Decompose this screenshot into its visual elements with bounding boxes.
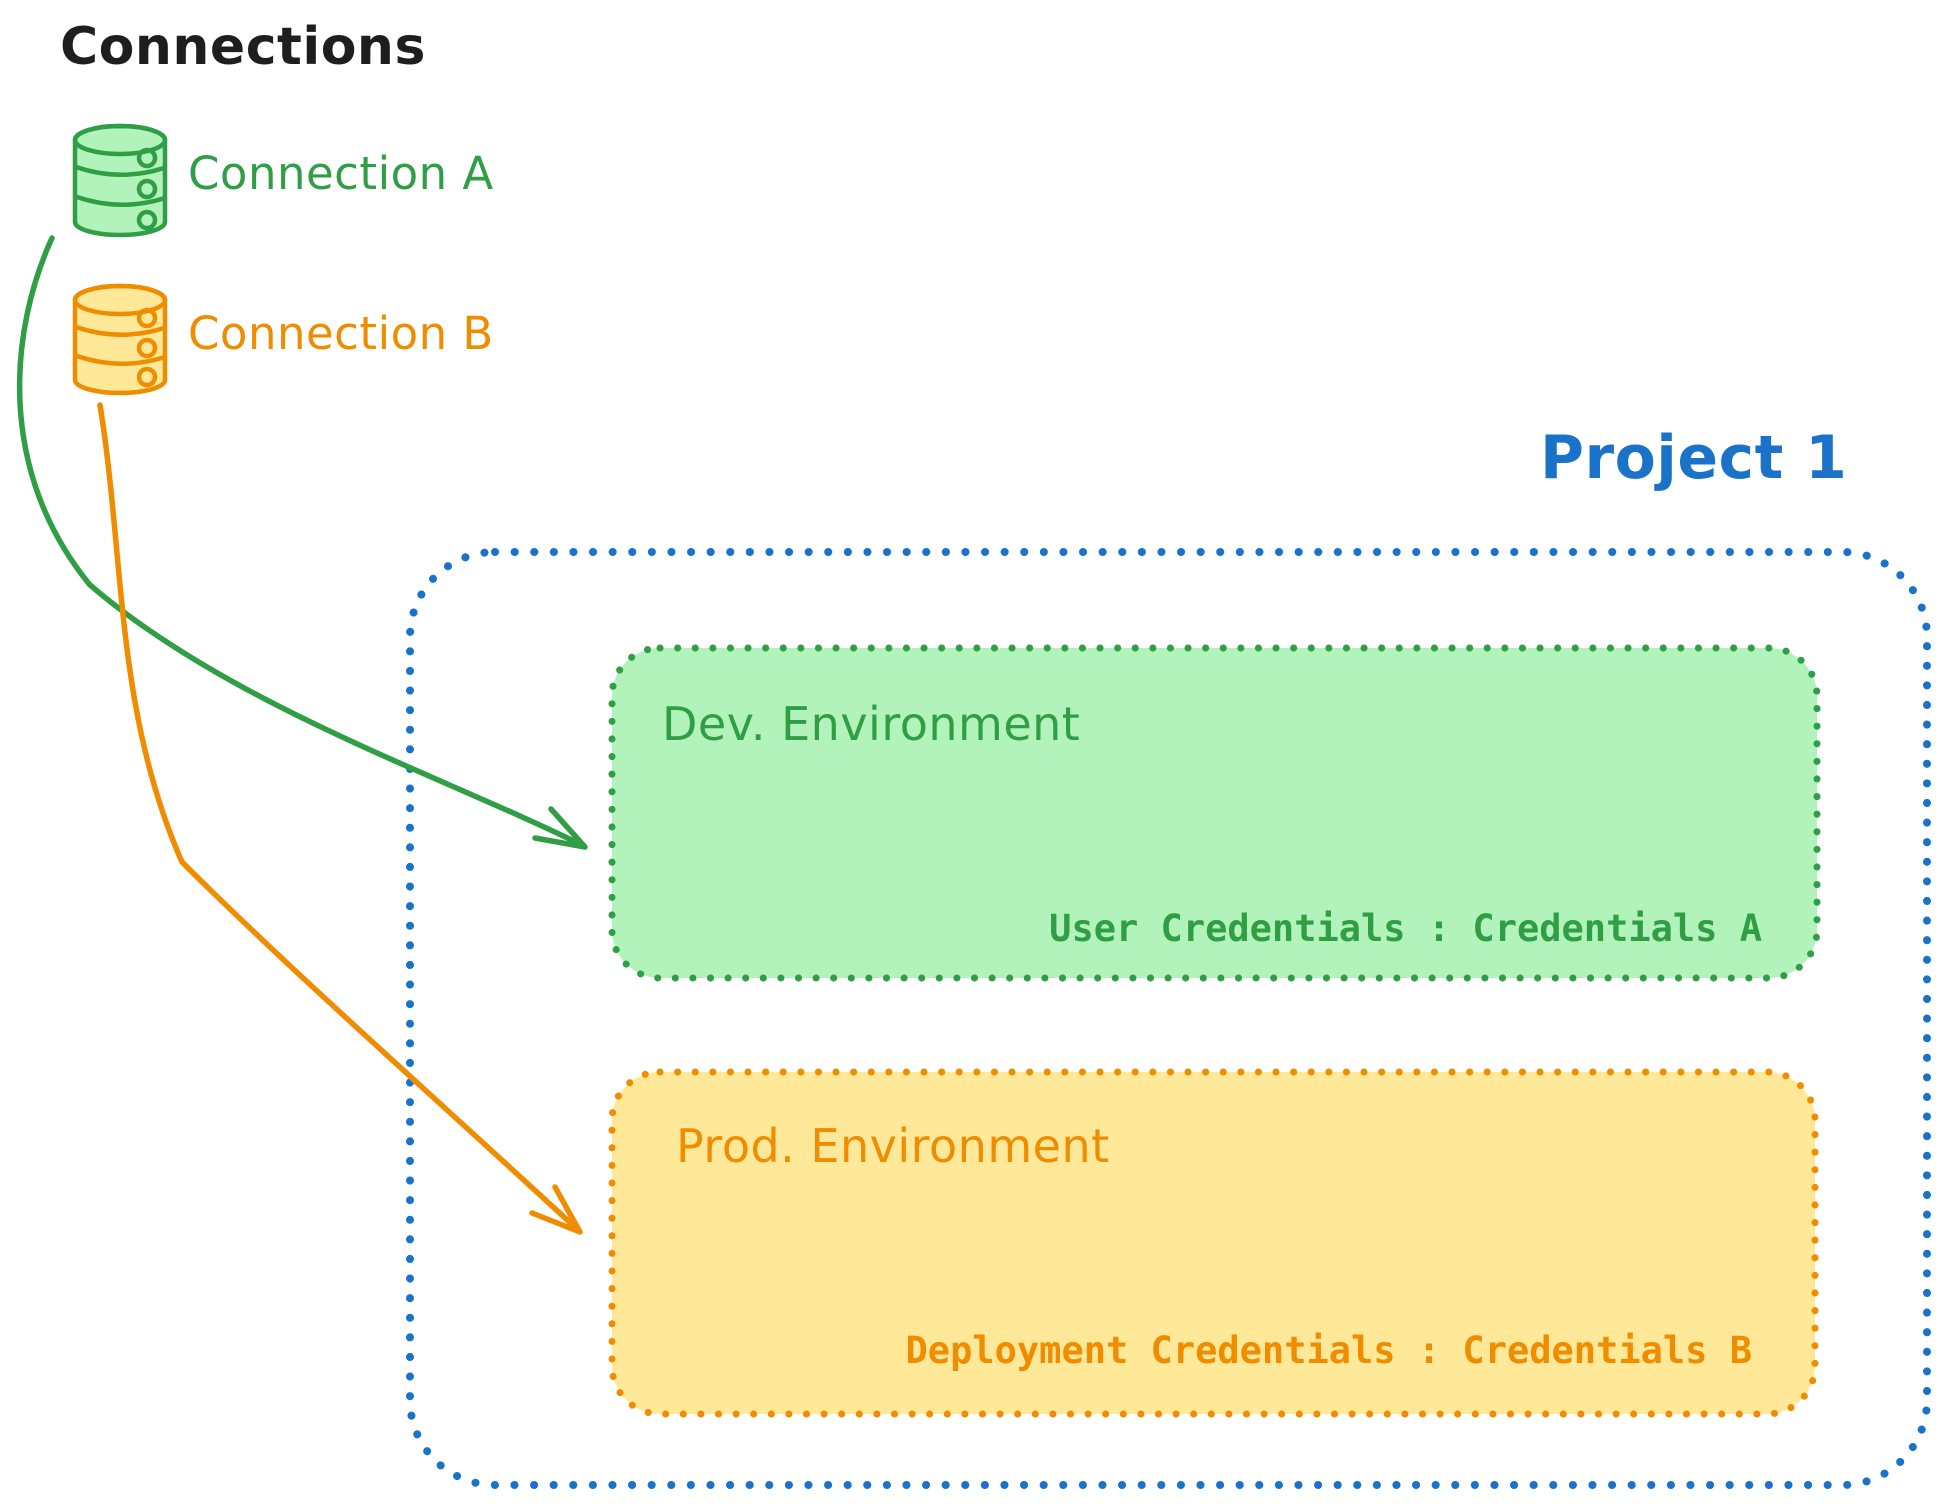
prod-environment-label: Prod. Environment <box>676 1119 1110 1173</box>
prod-environment-box <box>608 1068 1819 1418</box>
connection-b-arrow <box>97 402 583 1235</box>
connections-title: Connections <box>60 17 426 77</box>
connection-b-label: Connection B <box>188 307 494 360</box>
project-title: Project 1 <box>1540 423 1848 493</box>
connection-b-database-icon <box>72 283 168 396</box>
arrowhead-icon <box>529 1184 583 1235</box>
dev-environment-label: Dev. Environment <box>662 697 1081 751</box>
project-boundary-box <box>406 548 1931 1489</box>
connection-a-arrow <box>16 235 588 850</box>
dev-environment-credentials: User Credentials : Credentials A <box>1049 907 1762 950</box>
connection-a-database-icon <box>72 123 168 238</box>
arrowhead-icon <box>532 806 588 850</box>
prod-environment-credentials: Deployment Credentials : Credentials B <box>905 1329 1752 1372</box>
dev-environment-box <box>608 644 1821 982</box>
connection-a-label: Connection A <box>188 147 494 200</box>
